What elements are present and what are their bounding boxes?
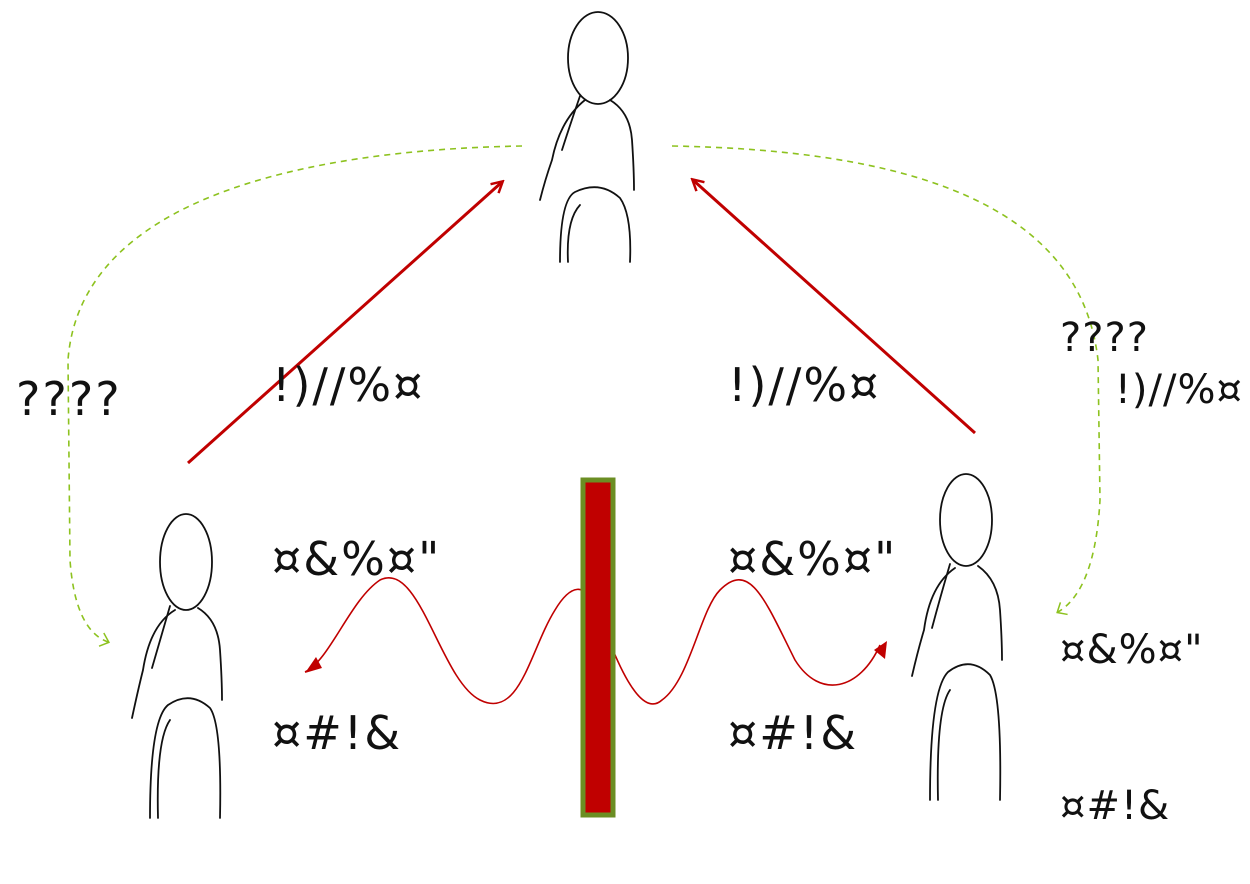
arrow-left-to-top	[186, 182, 502, 465]
label-line: ¤#!&	[272, 706, 403, 760]
label-line: !)//%¤	[728, 358, 881, 412]
label-line: ¤&%¤"	[1060, 627, 1204, 673]
person-figure-left	[131, 513, 223, 819]
person-figure-right	[911, 473, 1003, 801]
arrow-right-to-top	[693, 180, 977, 435]
label-line-base: !)//%¤	[1114, 367, 1243, 413]
label-line: ¤#!&	[1060, 783, 1171, 829]
label-line: !)//%¤	[272, 358, 425, 412]
label-line-overlay: ????	[1060, 315, 1149, 361]
label-message-right: !)//%¤ ¤&%¤" ¤#!&	[728, 240, 897, 820]
label-message-far-right: !)//%¤ ???? ¤&%¤" ¤#!&	[1060, 208, 1243, 884]
label-line: !)//%¤ ????	[1060, 312, 1243, 520]
person-figure-top	[539, 11, 635, 263]
diagram-canvas	[67, 11, 1101, 819]
label-line: ????	[16, 372, 122, 426]
dashed-curve-right	[671, 145, 1101, 616]
label-line: ¤&%¤"	[728, 532, 898, 586]
label-question-left: ????	[16, 254, 122, 486]
wave-head-left	[305, 657, 322, 673]
label-line: ¤#!&	[728, 706, 859, 760]
wave-head-right	[874, 641, 887, 659]
label-line: ¤&%¤"	[272, 532, 442, 586]
label-message-left: !)//%¤ ¤&%¤" ¤#!&	[272, 240, 441, 820]
barrier	[580, 477, 616, 818]
